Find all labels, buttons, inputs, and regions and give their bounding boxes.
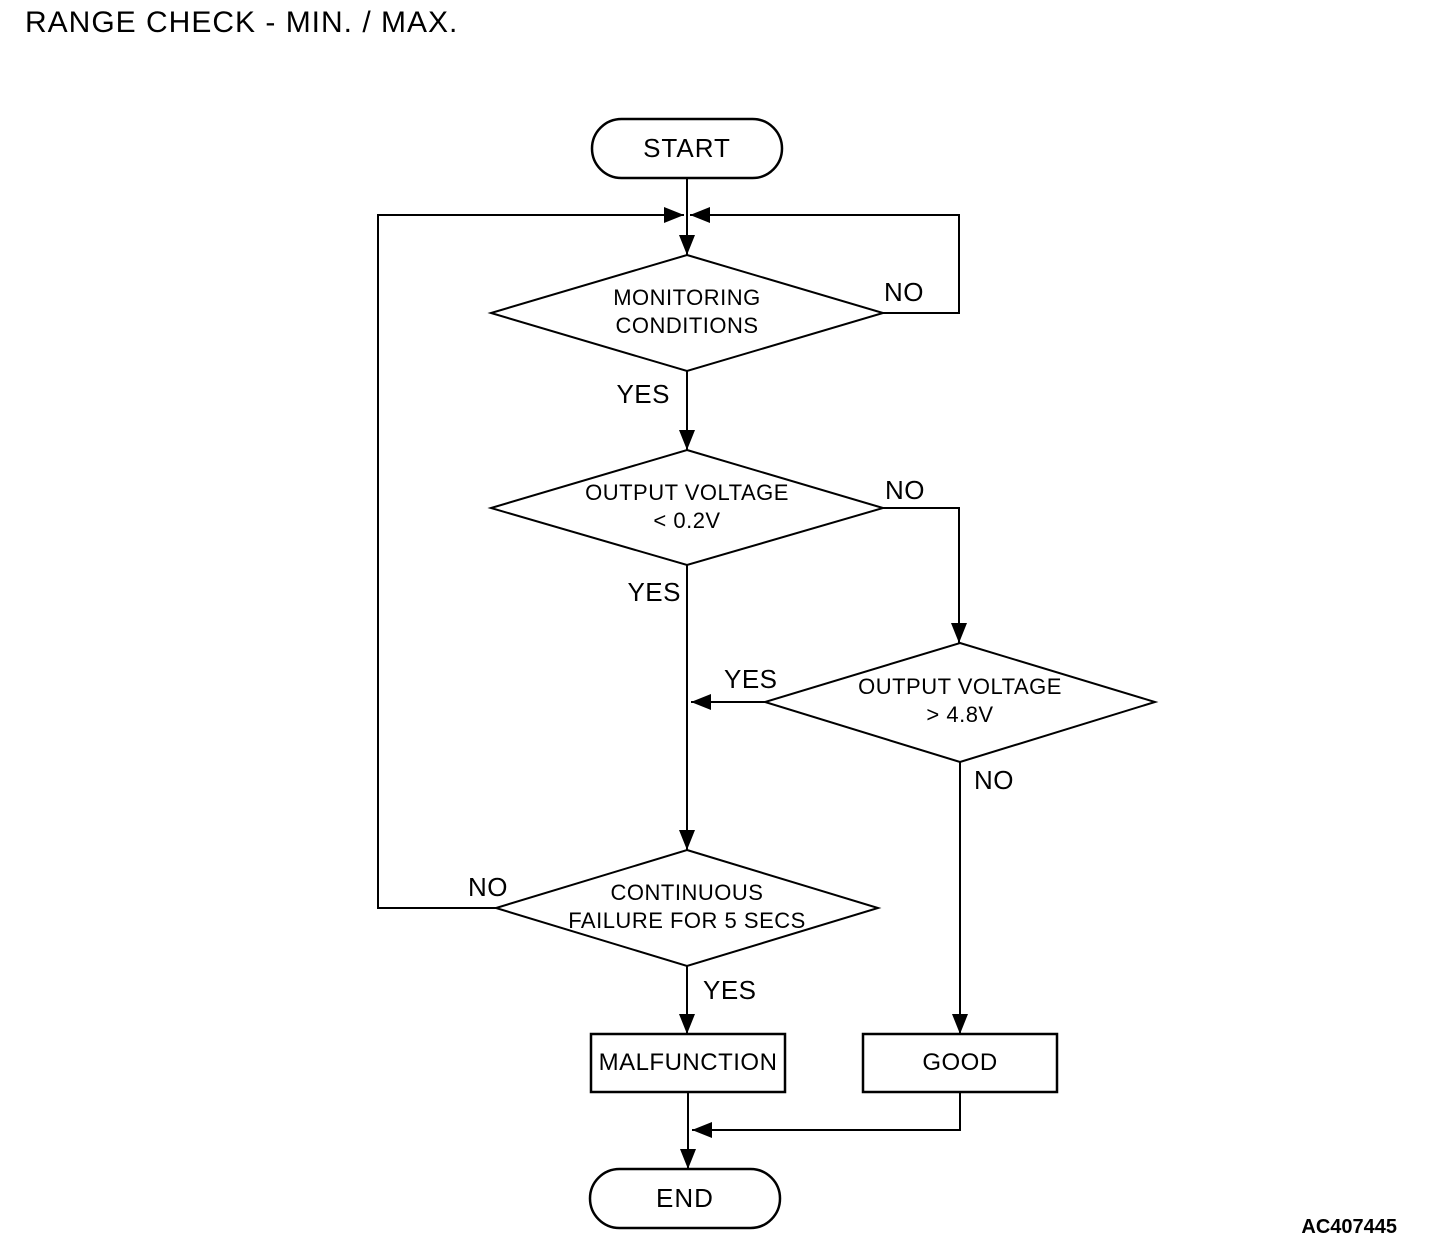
monitoring-conditions-label: MONITORING CONDITIONS <box>613 285 761 338</box>
arrowhead-good-join <box>692 1122 712 1138</box>
arrowhead-into-malfunction <box>679 1014 695 1034</box>
start-label: START <box>643 133 731 163</box>
edge-continuous-no-loop <box>377 214 684 909</box>
figure-code: AC407445 <box>1301 1216 1397 1238</box>
arrowhead-voltage-high-yes <box>691 694 711 710</box>
voltage-low-no-label: NO <box>885 475 925 505</box>
voltage-high-yes-label: YES <box>724 664 778 694</box>
good-box <box>861 1032 1059 1094</box>
page-title: RANGE CHECK - MIN. / MAX. <box>25 6 459 39</box>
arrowhead-into-good <box>952 1014 968 1034</box>
output-voltage-low-label: OUTPUT VOLTAGE < 0.2V <box>585 480 789 533</box>
edge-monitoring-no-loop <box>690 214 960 314</box>
arrowhead-into-monitoring <box>679 235 695 255</box>
monitoring-yes-label: YES <box>616 379 670 409</box>
arrowhead-into-continuous <box>679 830 695 850</box>
end-label: END <box>656 1183 714 1213</box>
arrowhead-junction-from-right <box>690 207 710 223</box>
continuous-failure-label: CONTINUOUS FAILURE FOR 5 SECS <box>568 880 806 933</box>
malfunction-label: MALFUNCTION <box>598 1049 778 1076</box>
monitoring-no-label: NO <box>884 277 924 307</box>
good-label: GOOD <box>922 1049 998 1076</box>
continuous-no-label: NO <box>468 872 508 902</box>
arrowhead-into-voltage-high <box>951 623 967 643</box>
voltage-high-no-label: NO <box>974 765 1014 795</box>
arrowhead-into-end <box>680 1149 696 1169</box>
edge-good-to-end-join <box>692 1092 961 1131</box>
voltage-low-yes-label: YES <box>627 577 681 607</box>
arrowhead-junction-from-left <box>664 207 684 223</box>
continuous-yes-label: YES <box>703 975 757 1005</box>
edge-voltage-low-no <box>883 507 960 643</box>
arrowhead-into-voltage-low <box>679 430 695 450</box>
output-voltage-high-label: OUTPUT VOLTAGE > 4.8V <box>858 674 1062 727</box>
end-terminator-shape <box>588 1167 782 1230</box>
